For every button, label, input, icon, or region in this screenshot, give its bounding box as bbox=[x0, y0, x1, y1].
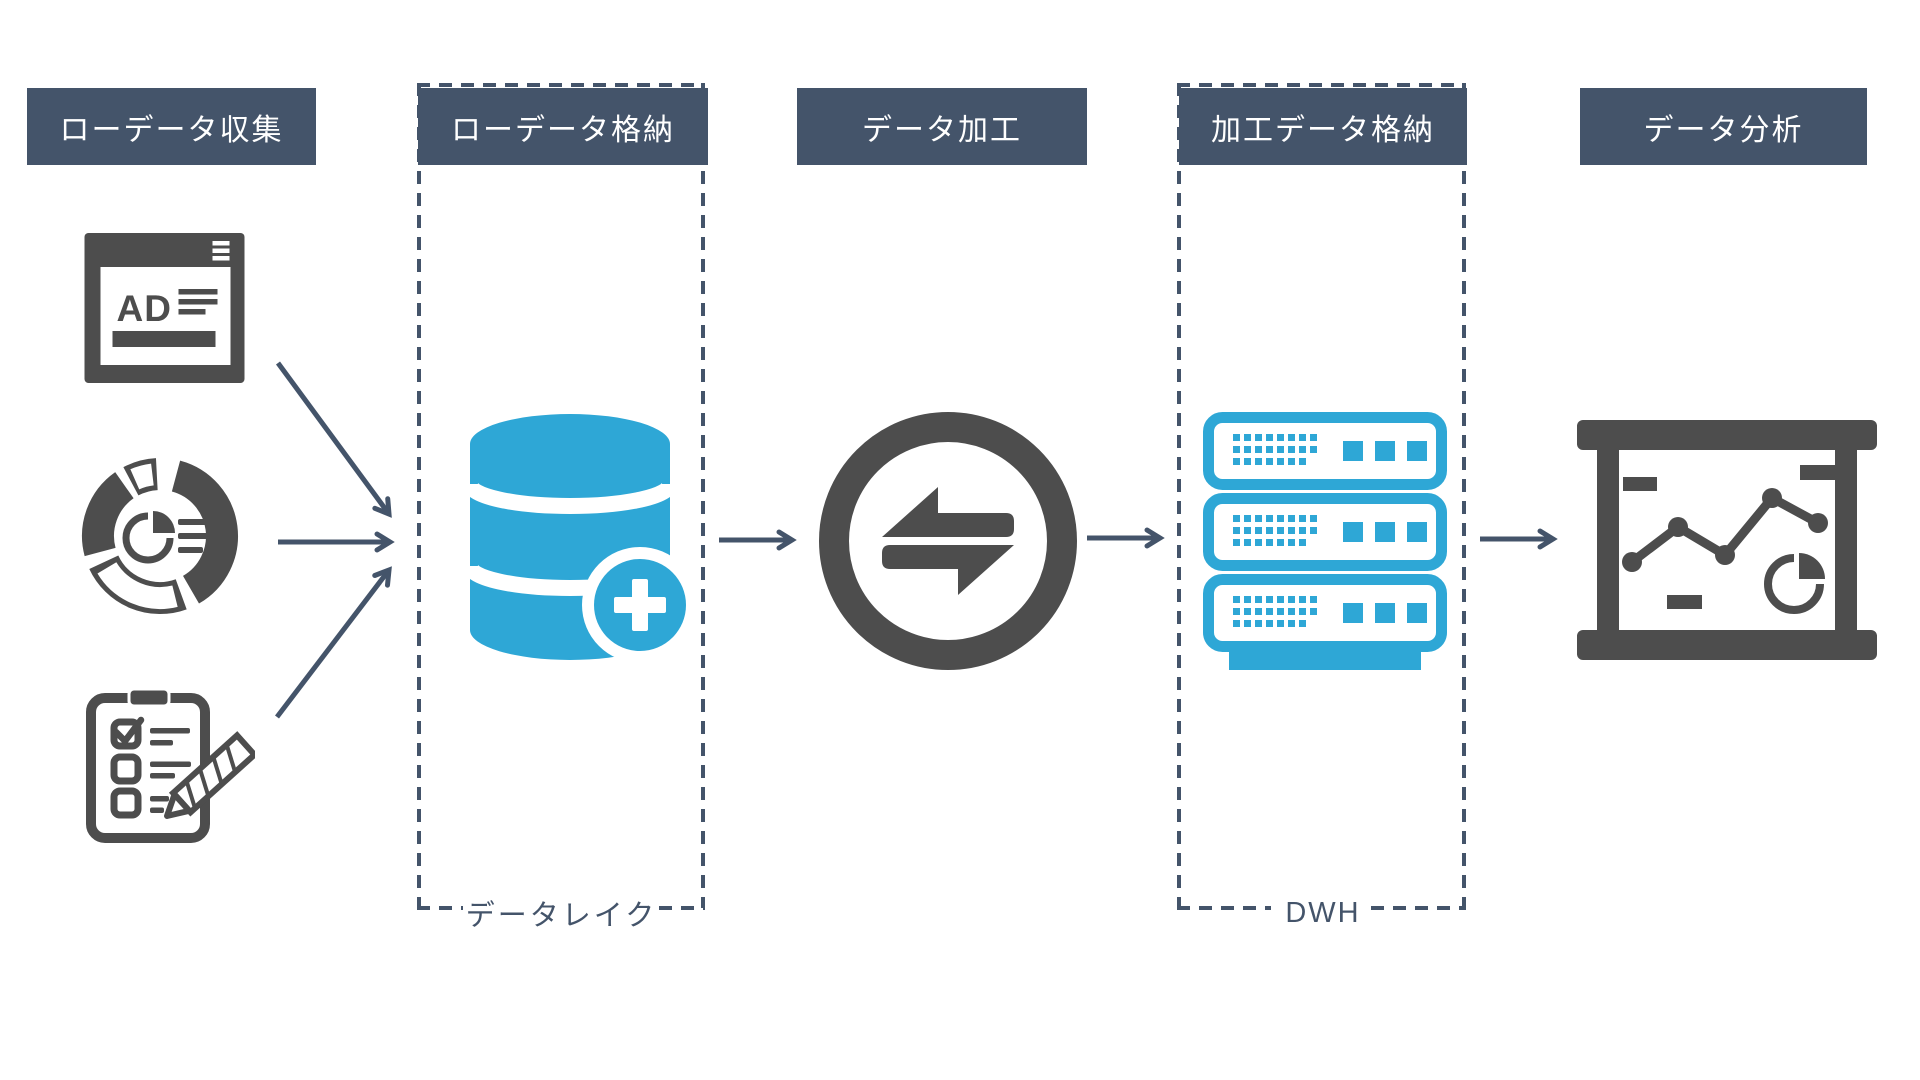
inner-pie-icon bbox=[122, 512, 174, 564]
transfer-ring bbox=[819, 412, 1077, 670]
ad-banner-bar bbox=[112, 331, 216, 347]
ad-text: AD bbox=[117, 288, 172, 329]
datalake-box-bottom-left-segment bbox=[417, 906, 463, 910]
server-stack-icon bbox=[1203, 412, 1447, 670]
server-base bbox=[1229, 652, 1421, 670]
dwh-box-right-border bbox=[1462, 83, 1466, 908]
stage-header-raw-data-storage: ローデータ格納 bbox=[418, 88, 708, 165]
stage-header-processed-data-storage: 加工データ格納 bbox=[1179, 88, 1467, 165]
dwh-box-bottom-left-segment bbox=[1177, 906, 1271, 910]
datalake-box-right-border bbox=[701, 83, 705, 908]
stage-header-raw-data-collection: ローデータ収集 bbox=[27, 88, 316, 165]
datalake-box-top-border bbox=[417, 83, 705, 87]
board-dash-3 bbox=[1800, 465, 1837, 480]
survey-lines bbox=[150, 728, 190, 734]
arrow-ad-to-datalake bbox=[275, 361, 392, 518]
stage-header-data-processing: データ加工 bbox=[797, 88, 1087, 165]
datalake-label: データレイク bbox=[465, 900, 658, 932]
browser-content-area bbox=[100, 267, 231, 365]
board-left-post bbox=[1597, 448, 1619, 632]
dwh-box-bottom-right-segment bbox=[1371, 906, 1466, 910]
checkbox-empty-2 bbox=[110, 787, 142, 819]
dwh-box-top-border bbox=[1177, 83, 1466, 87]
datalake-box-bottom-right-segment bbox=[659, 906, 705, 910]
board-right-post bbox=[1835, 448, 1857, 632]
ad-browser-icon: AD bbox=[84, 233, 245, 383]
data-transfer-icon bbox=[819, 412, 1077, 670]
board-top-bar bbox=[1577, 420, 1877, 450]
donut-chart-icon bbox=[82, 458, 238, 614]
board-bottom-bar bbox=[1577, 630, 1877, 660]
survey-clipboard-icon bbox=[86, 688, 255, 843]
dwh-box-left-border bbox=[1177, 83, 1181, 908]
arrow-left-icon bbox=[882, 487, 1014, 537]
checkmark-icon bbox=[112, 716, 145, 745]
pie-chart-icon bbox=[1764, 554, 1824, 614]
dwh-label: DWH bbox=[1285, 896, 1361, 929]
clipboard-clip bbox=[127, 688, 171, 708]
donut-segment-right bbox=[171, 460, 238, 604]
checkbox-empty-1 bbox=[110, 753, 142, 785]
ad-text-lines bbox=[178, 289, 218, 295]
donut-segment-left bbox=[82, 472, 135, 557]
database-add-icon bbox=[462, 414, 698, 663]
analytics-board-icon bbox=[1577, 420, 1877, 660]
stage-header-data-analysis: データ分析 bbox=[1580, 88, 1867, 165]
board-dash-1 bbox=[1623, 477, 1657, 491]
datalake-box-left-border bbox=[417, 83, 421, 908]
pencil-icon bbox=[164, 731, 255, 819]
arrow-survey-to-datalake bbox=[275, 566, 392, 719]
board-dash-2 bbox=[1667, 595, 1702, 609]
hamburger-menu-icon bbox=[212, 241, 230, 246]
arrow-right-icon bbox=[882, 545, 1014, 595]
inner-text-lines bbox=[178, 519, 211, 525]
